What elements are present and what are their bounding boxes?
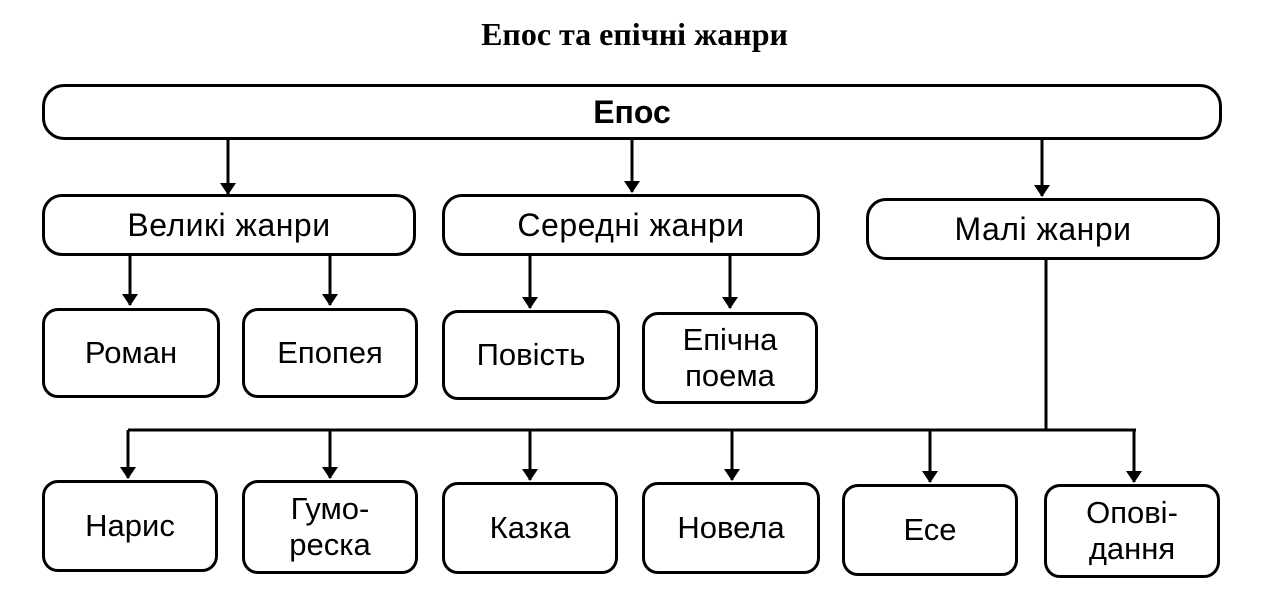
genre-node-ese: Есе [842,484,1018,576]
genre-node-epopeia: Епопея [242,308,418,398]
group-node-medium: Середні жанри [442,194,820,256]
group-node-small: Малі жанри [866,198,1220,260]
diagram-title: Епос та епічні жанри [481,16,788,52]
genre-node-label: Епічна поема [682,322,778,393]
genre-node-povist: Повість [442,310,620,400]
genre-node-label: Епопея [277,335,383,370]
genre-node-kazka: Казка [442,482,618,574]
genre-node-label: Опові- дання [1086,495,1178,566]
genre-node-label: Есе [903,512,957,547]
genre-node-narys: Нарис [42,480,218,572]
genre-node-label: Казка [489,510,571,545]
group-node-label: Середні жанри [517,206,745,243]
genre-node-label: Роман [84,335,178,370]
genre-node-humoreska: Гумо- реска [242,480,418,574]
genre-node-novela: Новела [642,482,820,574]
genre-node-label: Гумо- реска [289,491,371,562]
genre-node-opovidannia: Опові- дання [1044,484,1220,578]
genre-node-label: Новела [677,510,785,545]
genre-node-roman: Роман [42,308,220,398]
group-node-large: Великі жанри [42,194,416,256]
root-node-label: Епос [593,93,671,130]
group-node-label: Малі жанри [954,210,1132,247]
group-node-label: Великі жанри [127,206,331,243]
genre-node-label: Нарис [85,508,175,543]
genre-node-epic-poem: Епічна поема [642,312,818,404]
genre-node-label: Повість [476,337,586,372]
root-node-epos: Епос [42,84,1222,140]
